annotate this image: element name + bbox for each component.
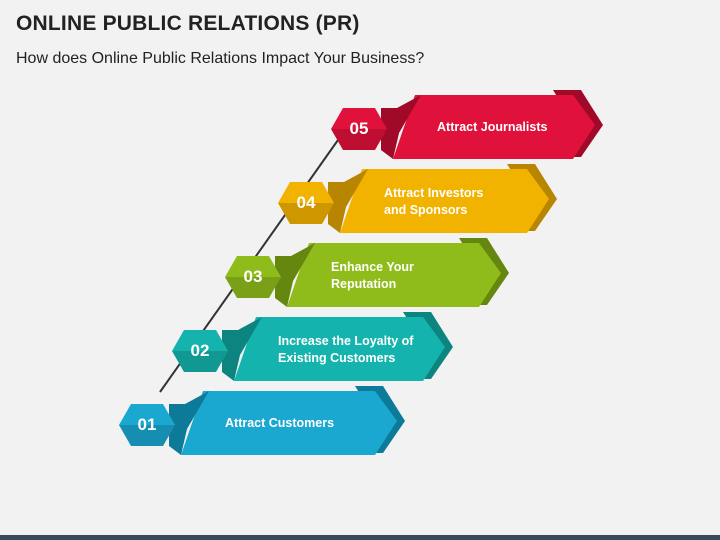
step-05	[331, 90, 603, 159]
step-03-hexagon-shade	[225, 277, 281, 298]
step-04-label: Attract Investors and Sponsors	[384, 185, 484, 217]
step-03-label: Enhance Your Reputation	[331, 259, 414, 291]
slide-subtitle: How does Online Public Relations Impact …	[16, 50, 425, 67]
step-02-arrow-band	[234, 317, 445, 381]
step-01-arrow-band	[181, 391, 397, 455]
step-01-hexagon-shade	[119, 425, 175, 446]
step-02-label: Increase the Loyalty of Existing Custome…	[278, 333, 414, 365]
step-02-hexagon	[172, 330, 228, 372]
step-04-number: 04	[296, 193, 316, 212]
step-01	[119, 386, 405, 455]
step-04-hexagon-shade	[278, 203, 334, 224]
step-03-hexagon	[225, 256, 281, 298]
step-05-number: 05	[349, 119, 369, 138]
step-03-number: 03	[243, 267, 263, 286]
step-02-fold	[222, 317, 262, 381]
step-04-arrow-band	[340, 169, 549, 233]
step-05-hexagon	[331, 108, 387, 150]
step-03-arrow-band	[287, 243, 501, 307]
step-01-number: 01	[137, 415, 157, 434]
bottom-bar	[0, 535, 720, 540]
step-04-fold	[328, 169, 368, 233]
step-01-hexagon	[119, 404, 175, 446]
step-05-arrow-band	[393, 95, 595, 159]
step-04-hexagon	[278, 182, 334, 224]
step-04	[278, 164, 557, 233]
slide-title: ONLINE PUBLIC RELATIONS (PR)	[16, 12, 360, 35]
step-05-hexagon-shade	[331, 129, 387, 150]
step-05-label: Attract Journalists	[437, 120, 548, 134]
step-02-number: 02	[190, 341, 210, 360]
step-03	[225, 238, 509, 307]
step-01-label: Attract Customers	[225, 416, 335, 430]
step-01-fold	[169, 391, 209, 455]
step-02	[172, 312, 453, 381]
step-05-fold	[381, 95, 421, 159]
step-03-fold	[275, 243, 315, 307]
step-02-hexagon-shade	[172, 351, 228, 372]
